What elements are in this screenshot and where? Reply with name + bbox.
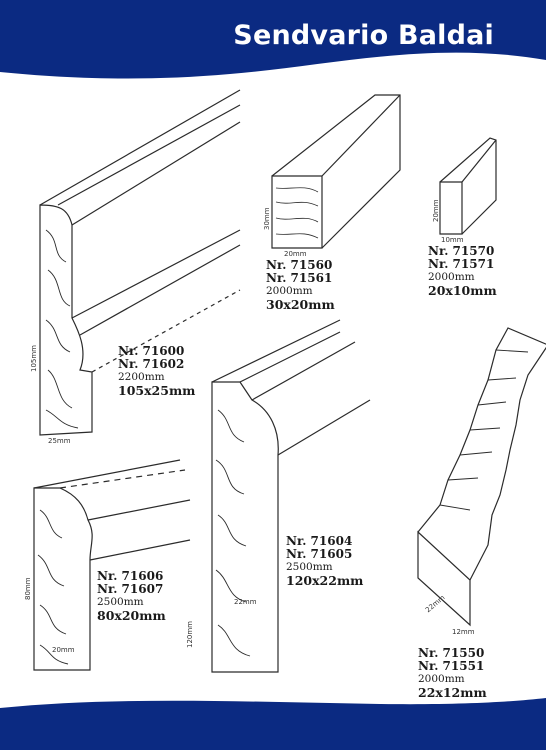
profile-71570-drawing: [439, 137, 497, 235]
profile-71606-drawing: [33, 459, 191, 671]
dim-label: 20mm: [432, 199, 440, 222]
product-label-71550: Nr. 71550 Nr. 71551 2000mm 22x12mm: [418, 646, 487, 700]
profile-71550-drawing: [417, 327, 546, 627]
dim-label: 12mm: [452, 628, 475, 636]
product-length: 2000mm: [418, 673, 465, 685]
product-length: 2200mm: [118, 371, 165, 383]
product-label-71570: Nr. 71570 Nr. 71571 2000mm 20x10mm: [428, 244, 497, 298]
product-length: 2500mm: [97, 596, 144, 608]
product-size: 105x25mm: [118, 383, 196, 398]
product-number: Nr. 71600: [118, 344, 185, 358]
footer-banner: [0, 698, 546, 750]
dim-label: 80mm: [24, 577, 32, 600]
product-number: Nr. 71607: [97, 582, 164, 596]
profile-71604-drawing: [211, 319, 371, 673]
product-number: Nr. 71550: [418, 646, 485, 660]
product-size: 30x20mm: [266, 297, 335, 312]
product-size: 22x12mm: [418, 685, 487, 700]
product-length: 2500mm: [286, 561, 333, 573]
product-label-71560: Nr. 71560 Nr. 71561 2000mm 30x20mm: [266, 258, 335, 312]
product-label-71600: Nr. 71600 Nr. 71602 2200mm 105x25mm: [118, 344, 196, 398]
header-banner: [0, 0, 546, 79]
dim-label: 105mm: [30, 345, 38, 372]
product-size: 120x22mm: [286, 573, 364, 588]
product-number: Nr. 71560: [266, 258, 333, 272]
dim-label: 20mm: [52, 646, 75, 654]
product-label-71604: Nr. 71604 Nr. 71605 2500mm 120x22mm: [286, 534, 364, 588]
product-size: 20x10mm: [428, 283, 497, 298]
product-number: Nr. 71551: [418, 659, 485, 673]
product-number: Nr. 71605: [286, 547, 353, 561]
product-number: Nr. 71561: [266, 271, 333, 285]
dim-label: 10mm: [441, 236, 464, 244]
dim-label: 30mm: [263, 207, 271, 230]
product-number: Nr. 71604: [286, 534, 353, 548]
product-number: Nr. 71602: [118, 357, 185, 371]
dim-label: 25mm: [48, 437, 71, 445]
product-number: Nr. 71606: [97, 569, 164, 583]
product-number: Nr. 71570: [428, 244, 495, 258]
dim-label: 22mm: [234, 598, 257, 606]
product-label-71606: Nr. 71606 Nr. 71607 2500mm 80x20mm: [97, 569, 166, 623]
product-number: Nr. 71571: [428, 257, 495, 271]
product-length: 2000mm: [266, 285, 313, 297]
profile-71600-drawing: [39, 89, 241, 436]
profile-71560-drawing: [271, 94, 401, 249]
product-length: 2000mm: [428, 271, 475, 283]
dim-label: 20mm: [284, 250, 307, 258]
dim-label: 120mm: [186, 621, 194, 648]
product-size: 80x20mm: [97, 608, 166, 623]
page-title: Sendvario Baldai: [233, 20, 494, 51]
